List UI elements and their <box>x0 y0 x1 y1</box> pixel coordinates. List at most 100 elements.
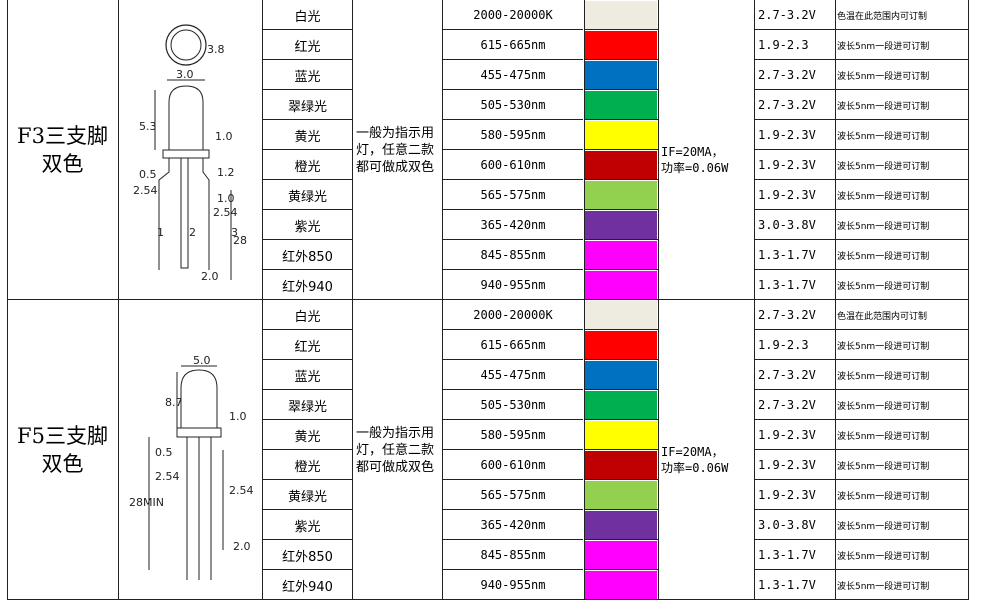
row-divider <box>263 209 352 210</box>
color-name-cell: 翠绿光 <box>287 99 327 115</box>
dim-height: 5.3 <box>139 120 157 133</box>
wavelength-cell: 600-610nm <box>480 458 546 472</box>
row-divider <box>263 179 352 180</box>
row-divider <box>263 419 352 420</box>
wavelength-cell: 940-955nm <box>480 578 546 592</box>
column-divider <box>584 0 585 600</box>
remark-cell: 波长5nm一段进可订制 <box>837 341 930 352</box>
color-name-cell: 黄绿光 <box>287 489 327 505</box>
row-divider <box>755 389 968 390</box>
remark-cell: 波长5nm一段进可订制 <box>837 521 930 532</box>
row-divider <box>584 359 658 360</box>
remark-cell: 波长5nm一段进可订制 <box>837 131 930 142</box>
column-divider <box>968 0 969 600</box>
column-divider <box>7 0 8 600</box>
row-divider <box>443 89 583 90</box>
row-divider <box>755 179 968 180</box>
color-swatch <box>585 511 657 539</box>
column-divider <box>352 0 353 600</box>
remark-cell: 波长5nm一段进可订制 <box>837 401 930 412</box>
voltage-cell: 3.0-3.8V <box>758 218 816 232</box>
condition-cell: IF=20MA， 功率=0.06W <box>661 145 729 175</box>
row-divider <box>443 359 583 360</box>
color-swatch <box>585 211 657 239</box>
wavelength-cell: 940-955nm <box>480 278 546 292</box>
row-divider <box>443 29 583 30</box>
row-divider <box>584 419 658 420</box>
row-divider <box>263 569 352 570</box>
color-name-cell: 红外850 <box>282 249 333 265</box>
wavelength-cell: 565-575nm <box>480 488 546 502</box>
row-divider <box>263 329 352 330</box>
column-divider <box>442 0 443 600</box>
color-name-cell: 紫光 <box>294 219 321 235</box>
row-divider <box>755 269 968 270</box>
remark-cell: 波长5nm一段进可订制 <box>837 551 930 562</box>
row-divider <box>443 59 583 60</box>
row-divider <box>263 269 352 270</box>
color-name-cell: 白光 <box>294 309 321 325</box>
row-divider <box>584 59 658 60</box>
row-divider <box>584 89 658 90</box>
row-divider <box>584 479 658 480</box>
color-name-cell: 蓝光 <box>294 69 321 85</box>
wavelength-cell: 455-475nm <box>480 68 546 82</box>
dim-flange: 1.0 <box>215 130 233 143</box>
remark-cell: 波长5nm一段进可订制 <box>837 161 930 172</box>
dim-pitch2: 2.54 <box>213 206 238 219</box>
wavelength-cell: 580-595nm <box>480 428 546 442</box>
remark-cell: 色温在此范围内可订制 <box>837 311 928 322</box>
remark-cell: 波长5nm一段进可订制 <box>837 71 930 82</box>
remark-cell: 波长5nm一段进可订制 <box>837 581 930 592</box>
column-divider <box>754 0 755 600</box>
wavelength-cell: 600-610nm <box>480 158 546 172</box>
dim-pitch: 2.54 <box>133 184 158 197</box>
color-swatch <box>585 271 657 299</box>
row-divider <box>584 179 658 180</box>
row-divider <box>263 509 352 510</box>
dim-lead-width-f5: 0.5 <box>155 446 173 459</box>
pin-1: 1 <box>157 226 164 239</box>
row-divider <box>443 479 583 480</box>
row-divider <box>755 239 968 240</box>
color-name-cell: 红外850 <box>282 549 333 565</box>
color-name-cell: 翠绿光 <box>287 399 327 415</box>
row-divider <box>443 239 583 240</box>
condition-cell: IF=20MA， 功率=0.06W <box>661 445 729 475</box>
dim-pitch-f5: 2.54 <box>155 470 180 483</box>
wavelength-cell: 505-530nm <box>480 98 546 112</box>
row-divider <box>755 539 968 540</box>
wavelength-cell: 580-595nm <box>480 128 546 142</box>
wavelength-cell: 505-530nm <box>480 398 546 412</box>
wavelength-cell: 2000-20000K <box>473 308 553 322</box>
row-divider <box>584 29 658 30</box>
row-divider <box>443 569 583 570</box>
voltage-cell: 2.7-3.2V <box>758 98 816 112</box>
remark-cell: 波长5nm一段进可订制 <box>837 491 930 502</box>
row-divider <box>755 419 968 420</box>
color-swatch <box>585 361 657 389</box>
wavelength-cell: 2000-20000K <box>473 8 553 22</box>
dim-length: 28 <box>233 234 247 247</box>
color-name-cell: 白光 <box>294 9 321 25</box>
voltage-cell: 1.3-1.7V <box>758 248 816 262</box>
dim-height-f5: 8.7 <box>165 396 183 409</box>
dimension-drawing-f5: 5.0 8.7 1.0 0.5 2.54 2.54 28MIN 2.0 <box>119 300 262 600</box>
color-swatch <box>585 571 657 599</box>
color-name-cell: 橙光 <box>294 159 321 175</box>
remark-cell: 波长5nm一段进可订制 <box>837 281 930 292</box>
row-divider <box>263 359 352 360</box>
remark-cell: 色温在此范围内可订制 <box>837 11 928 22</box>
row-divider <box>584 149 658 150</box>
wavelength-cell: 365-420nm <box>480 218 546 232</box>
row-divider <box>755 569 968 570</box>
row-divider <box>263 59 352 60</box>
row-divider <box>443 509 583 510</box>
dimension-drawing-f3: 3.8 3.0 5.3 1.0 0.5 1.2 2.54 1.0 2.54 1 … <box>119 0 262 300</box>
row-divider <box>443 389 583 390</box>
color-name-cell: 红外940 <box>282 279 333 295</box>
voltage-cell: 1.9-2.3V <box>758 428 816 442</box>
voltage-cell: 1.9-2.3V <box>758 188 816 202</box>
color-swatch <box>585 61 657 89</box>
